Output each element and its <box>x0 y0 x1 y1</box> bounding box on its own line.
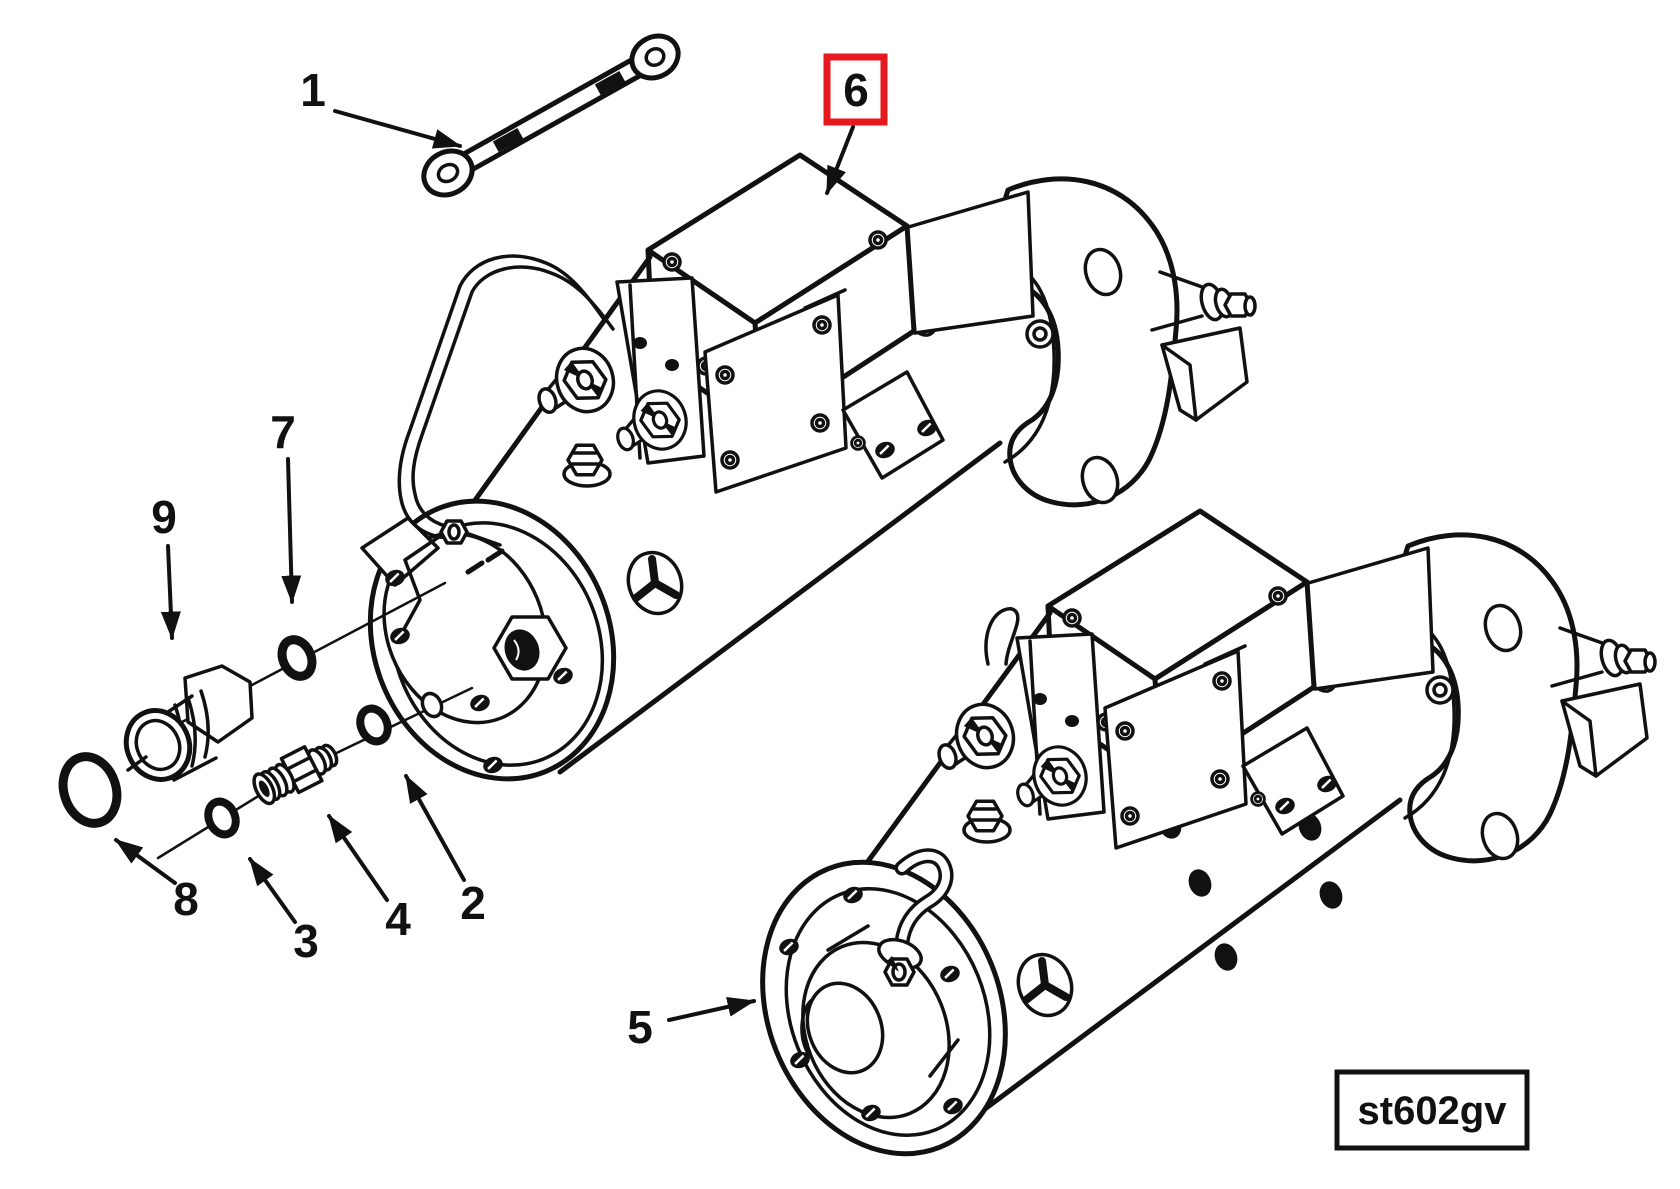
part-oring-8 <box>58 752 122 828</box>
part-oring-3 <box>204 797 240 839</box>
lower-front-bracket <box>1241 726 1345 836</box>
callout-4[interactable]: 4 <box>385 893 411 945</box>
upper-mounting-plate <box>703 293 848 494</box>
callout-4-arrow <box>327 814 389 902</box>
callout-3[interactable]: 3 <box>293 915 319 967</box>
part-oring-2 <box>356 704 392 746</box>
callout-8-arrow <box>114 838 177 885</box>
callout-9-arrow <box>160 544 181 640</box>
upper-end-bell <box>360 498 617 782</box>
part-strap <box>421 33 681 198</box>
lower-rear-bracket <box>1560 682 1649 778</box>
callout-2-arrow <box>404 774 466 882</box>
callout-layer: 1 2 3 4 5 6 7 8 9 <box>114 53 888 1053</box>
callout-8[interactable]: 8 <box>173 873 199 925</box>
callout-3-arrow <box>248 857 297 924</box>
upper-shaft-nut <box>1150 270 1257 332</box>
callout-1-arrow <box>333 109 462 149</box>
callout-5[interactable]: 5 <box>627 1001 653 1053</box>
part-hex-plug <box>123 664 254 782</box>
callout-1[interactable]: 1 <box>300 64 326 116</box>
callout-6[interactable]: 6 <box>843 64 869 116</box>
lower-terminal-plate <box>984 607 1106 821</box>
exploded-fittings <box>58 581 474 860</box>
lower-shaft-nut <box>1550 626 1657 688</box>
upper-rear-bracket <box>1160 326 1249 422</box>
lower-front-flange <box>760 848 1008 1157</box>
callout-7[interactable]: 7 <box>270 406 296 458</box>
highlight-box <box>823 53 888 126</box>
drawing-code-box: st602gv <box>1334 1069 1530 1151</box>
upper-jumper-hoop <box>397 254 615 545</box>
callout-2[interactable]: 2 <box>460 877 486 929</box>
lower-mounting-plate <box>1103 649 1248 850</box>
callout-6-arrow <box>825 125 855 195</box>
lower-rear-flange <box>1392 532 1580 864</box>
lower-starter-motor <box>760 508 1657 1157</box>
part-connector-fitting <box>252 743 339 806</box>
callout-7-arrow <box>281 457 302 604</box>
upper-front-bracket <box>841 370 945 480</box>
callout-9[interactable]: 9 <box>151 491 177 543</box>
callout-5-arrow <box>667 996 756 1022</box>
part-oring-7 <box>277 635 317 681</box>
drawing-code: st602gv <box>1358 1089 1508 1133</box>
